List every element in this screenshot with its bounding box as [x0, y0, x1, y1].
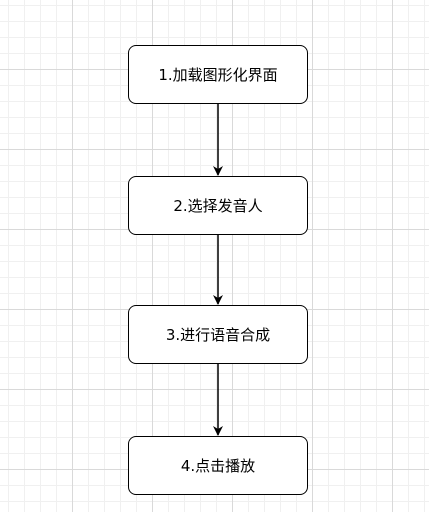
- flow-node-label: 1.加载图形化界面: [158, 66, 278, 84]
- flow-node-label: 3.进行语音合成: [165, 326, 271, 344]
- flow-node-load-gui[interactable]: 1.加载图形化界面: [128, 45, 308, 104]
- flow-node-label: 2.选择发音人: [173, 197, 263, 215]
- flow-node-click-play[interactable]: 4.点击播放: [128, 436, 308, 495]
- flow-node-label: 4.点击播放: [180, 457, 256, 475]
- flow-node-select-speaker[interactable]: 2.选择发音人: [128, 176, 308, 235]
- flow-node-speech-synthesis[interactable]: 3.进行语音合成: [128, 305, 308, 364]
